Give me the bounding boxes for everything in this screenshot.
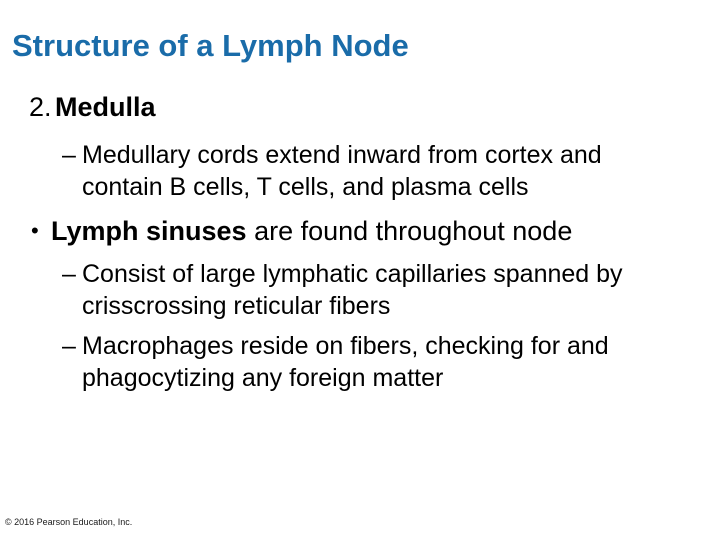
sub-item-medullary-cords: – Medullary cords extend inward from cor… — [62, 139, 602, 203]
sub-item-text: Macrophages reside on fibers, checking f… — [82, 330, 609, 394]
footer-copyright: © 2016 Pearson Education, Inc. — [5, 517, 133, 527]
text-line: Consist of large lymphatic capillaries s… — [82, 260, 623, 288]
bullet-item-text: Lymph sinuses are found throughout node — [51, 215, 572, 247]
text-line: crisscrossing reticular fibers — [82, 292, 391, 320]
dash-marker: – — [62, 260, 76, 288]
numbered-item-medulla: 2.Medulla — [29, 91, 156, 123]
sub-item-text: Medullary cords extend inward from corte… — [82, 139, 602, 203]
text-line: Medullary cords extend inward from corte… — [82, 141, 602, 169]
bullet-rest-text: are found throughout node — [246, 216, 573, 246]
sub-item-text: Consist of large lymphatic capillaries s… — [82, 258, 623, 322]
item-number: 2. — [29, 92, 52, 122]
item-label-medulla: Medulla — [55, 92, 156, 122]
slide-title: Structure of a Lymph Node — [12, 27, 409, 63]
text-line: contain B cells, T cells, and plasma cel… — [82, 173, 529, 201]
bullet-bold-text: Lymph sinuses — [51, 216, 247, 246]
sub-item-consist: – Consist of large lymphatic capillaries… — [62, 258, 623, 322]
bullet-marker: • — [31, 218, 39, 243]
bullet-item-lymph-sinuses: • Lymph sinuses are found throughout nod… — [31, 215, 572, 247]
text-line: Macrophages reside on fibers, checking f… — [82, 332, 609, 360]
text-line: phagocytizing any foreign matter — [82, 364, 444, 392]
dash-marker: – — [62, 141, 76, 169]
sub-item-macrophages: – Macrophages reside on fibers, checking… — [62, 330, 609, 394]
dash-marker: – — [62, 332, 76, 360]
